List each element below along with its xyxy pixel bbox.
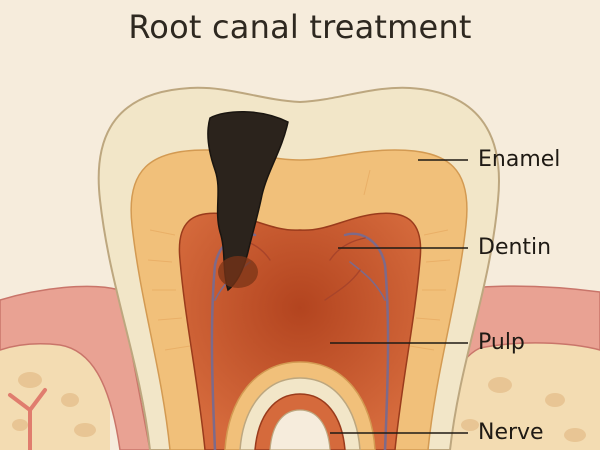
diagram-title: Root canal treatment	[128, 8, 472, 46]
decay-spread	[218, 256, 258, 288]
nerve-label: Nerve	[478, 420, 544, 445]
bone-vessel	[8, 388, 47, 450]
pulp-label: Pulp	[478, 330, 525, 355]
root-canal-center	[269, 409, 331, 450]
enamel-label: Enamel	[478, 147, 561, 172]
gum-left	[0, 285, 151, 450]
bone-texture	[12, 372, 586, 442]
dentin-label: Dentin	[478, 235, 552, 260]
leader-lines	[330, 159, 468, 434]
